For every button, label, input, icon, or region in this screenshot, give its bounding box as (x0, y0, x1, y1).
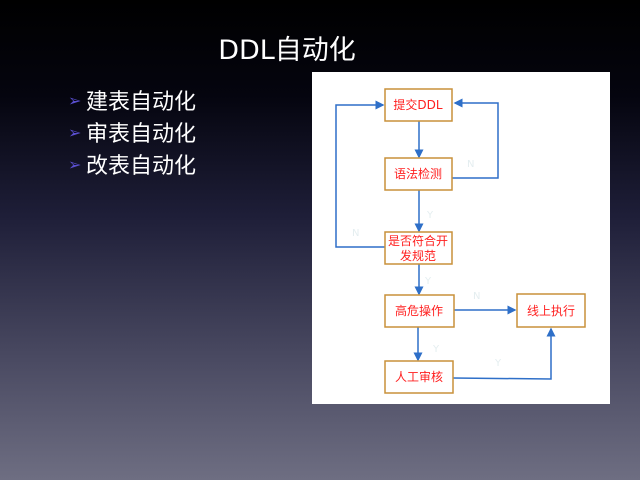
bullet-item: ➢审表自动化 (68, 116, 196, 148)
edge-label: Y (494, 358, 502, 369)
edge-label: N (473, 291, 480, 302)
edge-label: Y (426, 210, 434, 221)
edge-label: N (352, 228, 359, 239)
node-submit (384, 88, 453, 122)
node-risky-label: 高危操作 (395, 303, 443, 318)
node-execute-label: 线上执行 (527, 304, 575, 318)
node-syntax-label: 语法检测 (394, 166, 442, 181)
bullet-list: ➢建表自动化 ➢审表自动化 ➢改表自动化 (68, 84, 196, 180)
diagram-background (312, 72, 610, 404)
edge-review-y (452, 327, 556, 380)
bullet-text: 审表自动化 (86, 122, 197, 147)
node-spec-label-2: 发规范 (400, 248, 436, 263)
arrow-bullet-icon: ➢ (68, 90, 82, 110)
node-spec-label: 是否符合开 (388, 233, 448, 248)
bullet-text: 改表自动化 (86, 154, 197, 179)
arrow-bullet-icon: ➢ (68, 122, 82, 142)
edge-label: Y (432, 344, 440, 355)
bullet-item: ➢建表自动化 (68, 84, 196, 116)
node-review (384, 360, 454, 394)
edge-syntax-n (452, 98, 499, 179)
flowchart: 提交DDL 语法检测 是否符合开 发规范 高危操作 人工审核 线上执行 N Y … (312, 72, 610, 404)
node-execute (516, 293, 586, 328)
edge-label: Y (424, 276, 432, 287)
bullet-item: ➢改表自动化 (68, 148, 196, 180)
slide-title: DDL自动化 (218, 35, 356, 66)
edge-spec-n (335, 100, 385, 248)
arrow-bullet-icon: ➢ (68, 154, 82, 174)
bullet-text: 建表自动化 (86, 90, 197, 115)
node-submit-label: 提交DDL (393, 97, 442, 112)
node-review-label: 人工审核 (395, 369, 443, 384)
node-syntax (384, 157, 453, 191)
edge-label: N (467, 159, 474, 170)
node-risky (384, 294, 455, 328)
node-spec (384, 231, 453, 265)
